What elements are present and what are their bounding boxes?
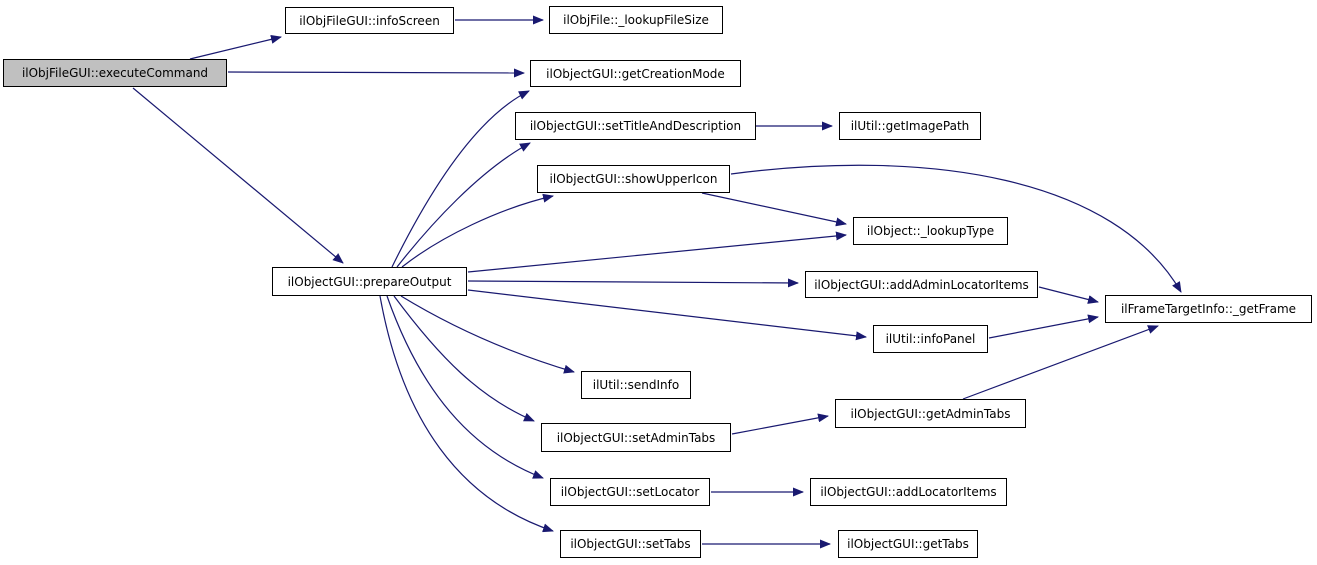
node-label: ilUtil::sendInfo — [592, 378, 680, 392]
node-label: ilUtil::infoPanel — [885, 332, 976, 346]
edge-prepareOutput-lookupType — [467, 231, 847, 273]
edge-prepareOutput-getCreationMode — [391, 90, 530, 268]
node-label: ilObjectGUI::setTitleAndDescription — [529, 119, 742, 133]
node-setTitleAndDescription[interactable]: ilObjectGUI::setTitleAndDescription — [515, 112, 756, 140]
edge-prepareOutput-showUpperIcon — [401, 193, 554, 268]
edge-infoPanel-getFrame — [988, 314, 1099, 339]
node-label: ilObjectGUI::addLocatorItems — [820, 485, 997, 499]
node-setAdminTabs[interactable]: ilObjectGUI::setAdminTabs — [541, 423, 731, 452]
node-sendInfo[interactable]: ilUtil::sendInfo — [581, 371, 691, 399]
node-label: ilObjectGUI::getAdminTabs — [850, 406, 1011, 421]
node-label: ilObjFile::_lookupFileSize — [563, 13, 709, 27]
edge-prepareOutput-setAdminTabs — [393, 295, 535, 422]
node-label: ilObjectGUI::getTabs — [847, 537, 969, 551]
node-label: ilObjectGUI::showUpperIcon — [549, 172, 718, 186]
node-showUpperIcon[interactable]: ilObjectGUI::showUpperIcon — [537, 165, 730, 193]
edge-prepareOutput-sendInfo — [400, 295, 575, 374]
node-label: ilObject::_lookupType — [866, 224, 995, 238]
node-label: ilFrameTargetInfo::_getFrame — [1120, 302, 1297, 316]
node-infoScreen[interactable]: ilObjFileGUI::infoScreen — [285, 7, 454, 34]
edge-executeCommand-getCreationMode — [227, 68, 525, 78]
node-prepareOutput[interactable]: ilObjectGUI::prepareOutput — [272, 267, 467, 296]
node-addLocatorItems[interactable]: ilObjectGUI::addLocatorItems — [810, 478, 1007, 506]
node-label: ilUtil::getImagePath — [850, 119, 970, 133]
edge-setAdminTabs-getAdminTabs — [731, 413, 829, 435]
node-infoPanel[interactable]: ilUtil::infoPanel — [873, 325, 988, 353]
node-label: ilObjectGUI::prepareOutput — [287, 274, 452, 289]
edge-showUpperIcon-lookupType — [701, 192, 847, 227]
edge-prepareOutput-infoPanel — [467, 289, 867, 341]
node-executeCommand: ilObjFileGUI::executeCommand — [3, 59, 227, 87]
node-lookupFileSize[interactable]: ilObjFile::_lookupFileSize — [549, 6, 723, 34]
node-setLocator[interactable]: ilObjectGUI::setLocator — [550, 478, 710, 506]
edge-prepareOutput-addAdminLocatorItems — [467, 278, 799, 288]
node-getFrame[interactable]: ilFrameTargetInfo::_getFrame — [1105, 295, 1312, 323]
node-getTabs[interactable]: ilObjectGUI::getTabs — [838, 530, 978, 558]
edge-prepareOutput-setLocator — [386, 295, 544, 479]
node-label: ilObjectGUI::setTabs — [570, 537, 691, 551]
edge-addAdminLocatorItems-getFrame — [1038, 286, 1099, 304]
node-addAdminLocatorItems[interactable]: ilObjectGUI::addAdminLocatorItems — [805, 271, 1038, 298]
node-setTabs[interactable]: ilObjectGUI::setTabs — [560, 530, 701, 558]
edge-getAdminTabs-getFrame — [962, 325, 1159, 400]
edge-executeCommand-infoScreen — [189, 34, 282, 60]
node-label: ilObjectGUI::setAdminTabs — [556, 430, 716, 445]
edge-prepareOutput-setTabs — [379, 295, 554, 533]
edge-executeCommand-prepareOutput — [132, 87, 344, 264]
node-lookupType[interactable]: ilObject::_lookupType — [853, 217, 1008, 245]
edge-showUpperIcon-getFrame — [730, 164, 1182, 293]
node-label: ilObjectGUI::addAdminLocatorItems — [814, 277, 1029, 292]
node-label: ilObjFileGUI::executeCommand — [21, 66, 209, 80]
node-label: ilObjectGUI::getCreationMode — [546, 66, 725, 81]
node-getImagePath[interactable]: ilUtil::getImagePath — [839, 112, 981, 140]
node-label: ilObjectGUI::setLocator — [560, 485, 700, 499]
node-getAdminTabs[interactable]: ilObjectGUI::getAdminTabs — [835, 399, 1026, 428]
edge-prepareOutput-setTitleAndDescription — [396, 142, 531, 268]
node-getCreationMode[interactable]: ilObjectGUI::getCreationMode — [530, 60, 741, 87]
node-label: ilObjFileGUI::infoScreen — [299, 13, 440, 28]
